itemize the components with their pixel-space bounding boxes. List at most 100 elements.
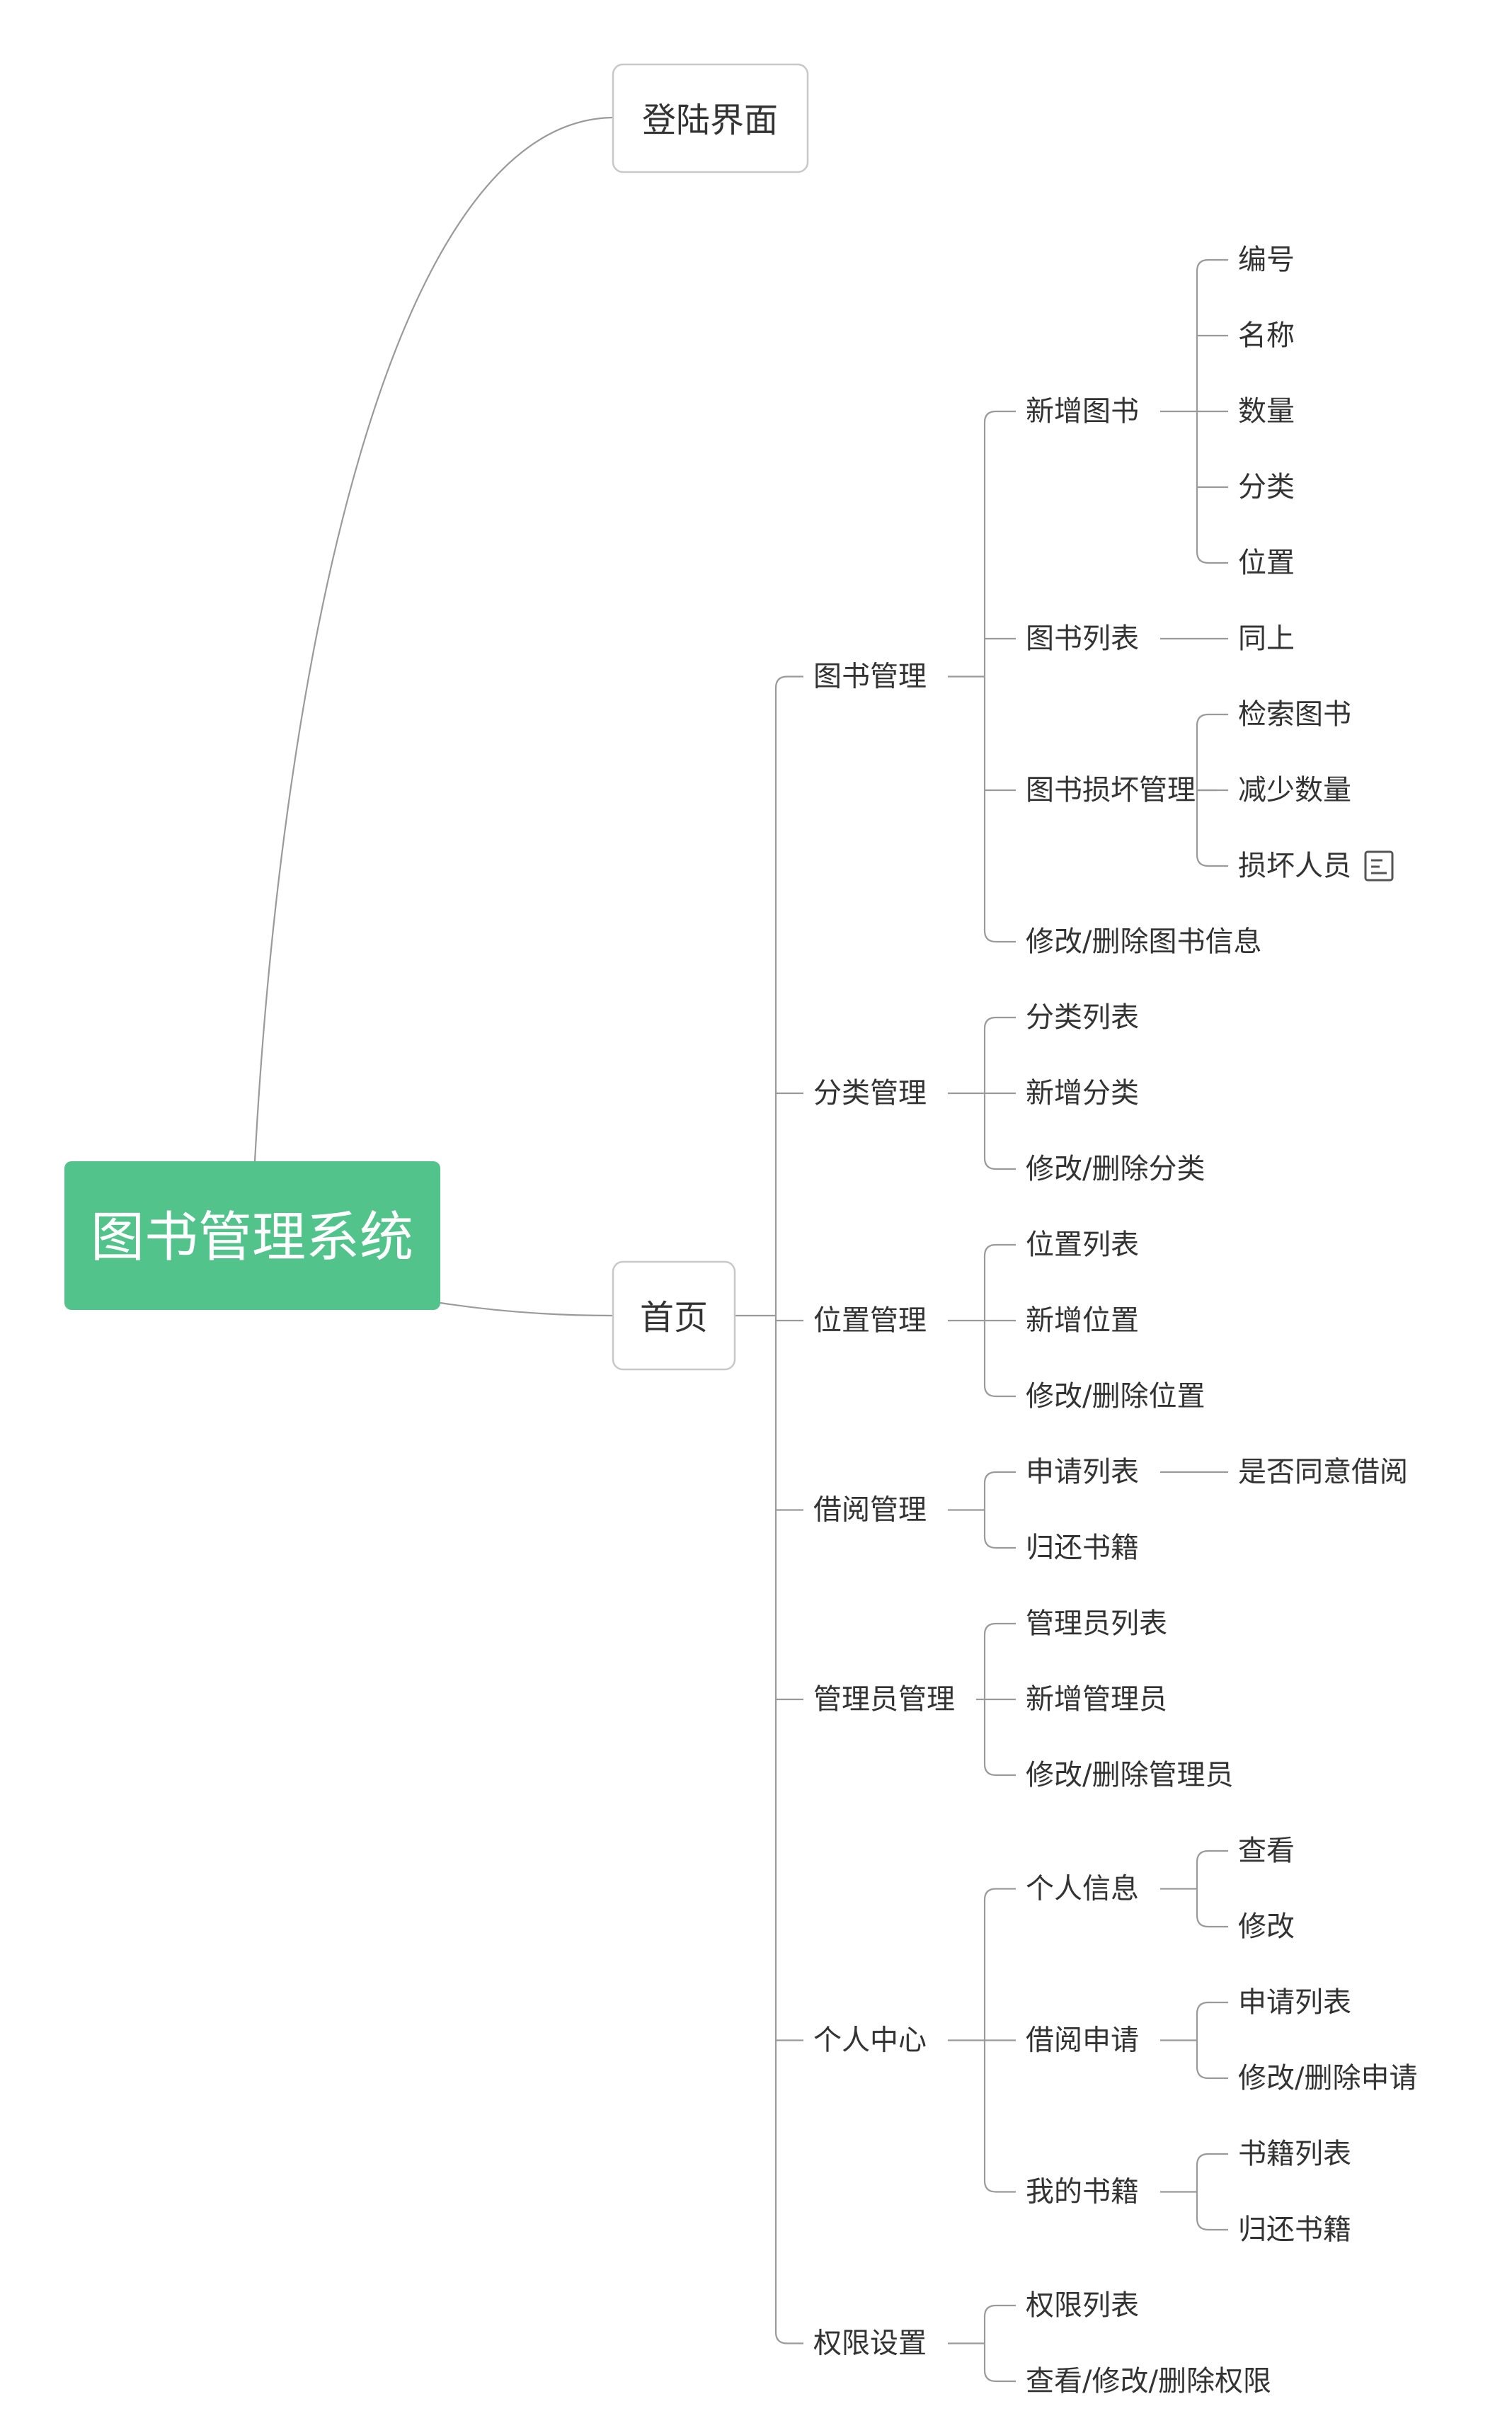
topic-label: 损坏人员 — [1238, 850, 1351, 882]
topic-label: 修改 — [1238, 1910, 1295, 1943]
topic-node[interactable]: 权限设置 — [813, 2327, 927, 2360]
topic-label: 分类列表 — [1026, 1001, 1139, 1034]
root-to-login-curve — [253, 116, 614, 1162]
topic-node[interactable]: 图书损坏管理 — [1026, 774, 1196, 807]
topic-node[interactable]: 编号 — [1238, 244, 1295, 276]
topic-label: 申请列表 — [1026, 1456, 1139, 1488]
topic-node[interactable]: 图书列表 — [1026, 622, 1139, 655]
topic-node[interactable]: 管理员列表 — [1026, 1607, 1167, 1640]
topic-node[interactable]: 是否同意借阅 — [1238, 1456, 1408, 1488]
topic-node[interactable]: 数量 — [1238, 395, 1295, 428]
bracket-line — [983, 1471, 1016, 1549]
topic-label: 新增分类 — [1026, 1077, 1139, 1110]
topic-node[interactable]: 修改/删除图书信息 — [1026, 925, 1261, 958]
topic-node[interactable]: 位置列表 — [1026, 1229, 1139, 1261]
topic-label: 权限列表 — [1026, 2289, 1139, 2322]
topic-node[interactable]: 图书管理 — [813, 661, 927, 693]
topic-label: 权限设置 — [813, 2327, 927, 2360]
topic-node[interactable]: 位置 — [1238, 547, 1295, 579]
topic-label: 新增图书 — [1026, 395, 1139, 428]
topic-node[interactable]: 借阅申请 — [1026, 2024, 1139, 2057]
topic-label: 图书列表 — [1026, 622, 1139, 655]
topic-label: 分类 — [1238, 471, 1295, 503]
topic-label: 图书管理 — [813, 661, 927, 693]
topic-label: 位置管理 — [813, 1304, 927, 1337]
topic-label: 位置列表 — [1026, 1229, 1139, 1261]
bracket-line — [1196, 2153, 1228, 2231]
topic-label: 我的书籍 — [1026, 2176, 1139, 2208]
login-node-label: 登陆界面 — [642, 101, 778, 140]
topic-node[interactable]: 书籍列表 — [1238, 2138, 1351, 2170]
root-to-home-curve — [440, 1301, 614, 1317]
root-node-label: 图书管理系统 — [91, 1206, 413, 1269]
topic-label: 书籍列表 — [1238, 2138, 1351, 2170]
topic-label: 新增位置 — [1026, 1304, 1139, 1337]
topic-node[interactable]: 位置管理 — [813, 1304, 927, 1337]
note-icon[interactable] — [1364, 850, 1394, 882]
topic-node[interactable]: 查看/修改/删除权限 — [1026, 2365, 1271, 2398]
topic-node[interactable]: 新增图书 — [1026, 395, 1139, 428]
topic-label: 管理员管理 — [813, 1683, 955, 1716]
topic-node[interactable]: 修改/删除申请 — [1238, 2062, 1417, 2094]
topic-node[interactable]: 修改/删除管理员 — [1026, 1759, 1233, 1791]
topic-node[interactable]: 申请列表 — [1238, 1986, 1351, 2019]
topic-label: 个人信息 — [1026, 1873, 1139, 1905]
topic-node[interactable]: 权限列表 — [1026, 2289, 1139, 2322]
topic-node[interactable]: 我的书籍 — [1026, 2176, 1139, 2208]
topic-label: 修改/删除申请 — [1238, 2062, 1417, 2094]
bracket-line — [983, 410, 1016, 943]
bracket-line — [983, 2304, 1016, 2383]
home-node[interactable]: 首页 — [612, 1260, 736, 1371]
login-node[interactable]: 登陆界面 — [612, 63, 809, 173]
topic-label: 修改/删除管理员 — [1026, 1759, 1233, 1791]
topic-node[interactable]: 申请列表 — [1026, 1456, 1139, 1488]
topic-node[interactable]: 分类 — [1238, 471, 1295, 503]
topic-node[interactable]: 个人中心 — [813, 2024, 927, 2057]
topic-label: 修改/删除位置 — [1026, 1380, 1205, 1413]
topic-node[interactable]: 借阅管理 — [813, 1494, 927, 1527]
topic-node[interactable]: 新增位置 — [1026, 1304, 1139, 1337]
topic-node[interactable]: 修改/删除位置 — [1026, 1380, 1205, 1413]
topic-node[interactable]: 新增分类 — [1026, 1077, 1139, 1110]
topic-label: 借阅申请 — [1026, 2024, 1139, 2057]
topic-node[interactable]: 归还书籍 — [1026, 1532, 1139, 1564]
topic-label: 名称 — [1238, 319, 1295, 352]
topic-label: 数量 — [1238, 395, 1295, 428]
topic-node[interactable]: 管理员管理 — [813, 1683, 955, 1716]
topic-node[interactable]: 查看 — [1238, 1835, 1295, 1867]
home-node-label: 首页 — [640, 1298, 708, 1338]
topic-node[interactable]: 损坏人员 — [1238, 850, 1394, 882]
root-node-box — [64, 1161, 440, 1310]
bracket-line — [1196, 1850, 1228, 1928]
topic-node[interactable]: 归还书籍 — [1238, 2213, 1351, 2246]
topic-label: 管理员列表 — [1026, 1607, 1167, 1640]
topic-node[interactable]: 新增管理员 — [1026, 1683, 1167, 1716]
topic-node[interactable]: 减少数量 — [1238, 774, 1351, 807]
root-node[interactable]: 图书管理系统 — [64, 1161, 440, 1310]
topic-label: 新增管理员 — [1026, 1683, 1167, 1716]
topic-label: 减少数量 — [1238, 774, 1351, 807]
topic-node[interactable]: 分类列表 — [1026, 1001, 1139, 1034]
login-node-box — [612, 63, 809, 173]
topic-label: 查看 — [1238, 1835, 1295, 1867]
topic-label: 修改/删除分类 — [1026, 1153, 1205, 1185]
topic-label: 分类管理 — [813, 1077, 927, 1110]
topic-node[interactable]: 同上 — [1238, 622, 1295, 655]
topic-label: 图书损坏管理 — [1026, 774, 1196, 807]
topic-node[interactable]: 修改/删除分类 — [1026, 1153, 1205, 1185]
topic-label: 个人中心 — [813, 2024, 927, 2057]
topic-node[interactable]: 修改 — [1238, 1910, 1295, 1943]
topic-node[interactable]: 名称 — [1238, 319, 1295, 352]
topic-label: 修改/删除图书信息 — [1026, 925, 1261, 958]
topic-label: 归还书籍 — [1238, 2213, 1351, 2246]
topic-label: 同上 — [1238, 622, 1295, 655]
topic-node[interactable]: 个人信息 — [1026, 1873, 1139, 1905]
topic-node[interactable]: 分类管理 — [813, 1077, 927, 1110]
topic-label: 编号 — [1238, 244, 1295, 276]
topic-label: 位置 — [1238, 547, 1295, 579]
topic-label: 归还书籍 — [1026, 1532, 1139, 1564]
topic-node[interactable]: 检索图书 — [1238, 698, 1351, 731]
home-node-box — [612, 1260, 736, 1371]
topic-label: 申请列表 — [1238, 1986, 1351, 2019]
